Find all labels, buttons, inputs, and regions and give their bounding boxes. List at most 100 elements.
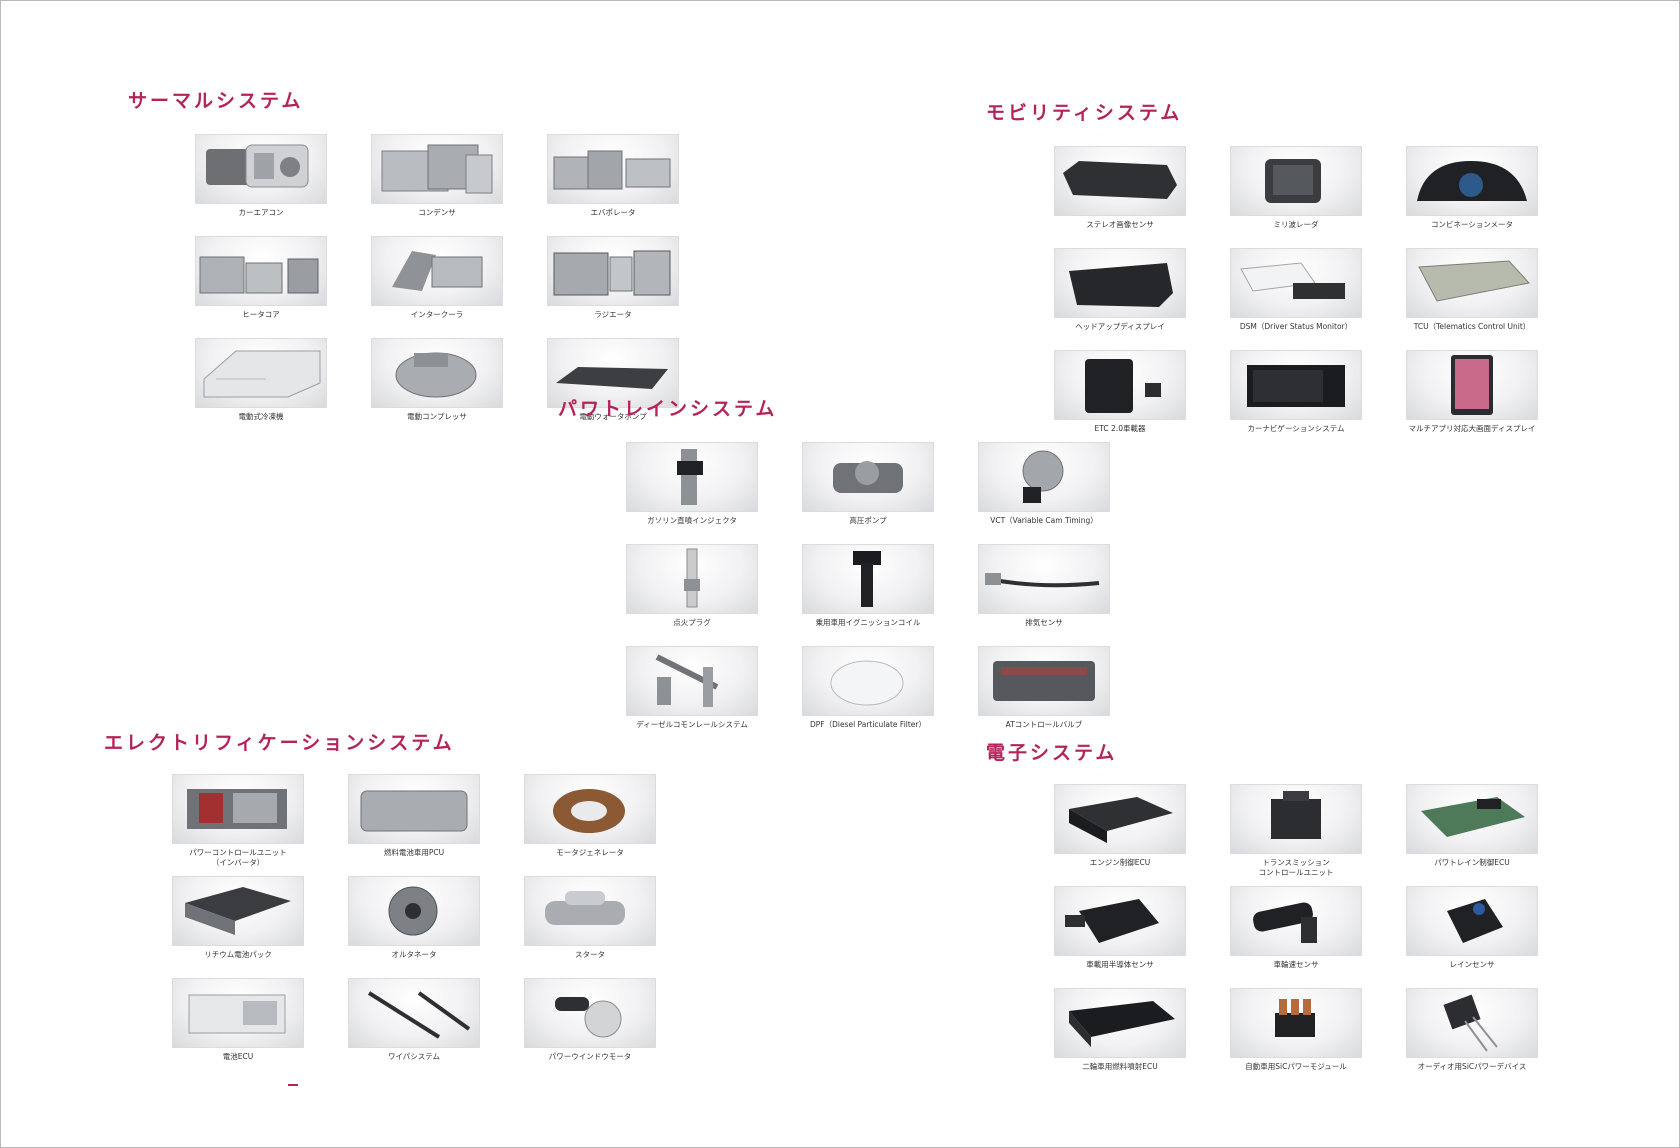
product-image-battery-ecu	[172, 978, 304, 1048]
product-label: パワトレイン制御ECU	[1434, 858, 1510, 867]
product-item[interactable]: オーディオ用SiCパワーデバイス	[1406, 988, 1538, 1084]
product-item[interactable]: トランスミッション コントロールユニット	[1230, 784, 1362, 880]
product-image-exhaust-sensor	[978, 544, 1110, 614]
product-item[interactable]: エバポレータ	[547, 134, 679, 230]
product-label: 電動コンプレッサ	[407, 412, 467, 421]
product-item[interactable]: 高圧ポンプ	[802, 442, 934, 538]
product-item[interactable]: VCT（Variable Cam Timing）	[978, 442, 1110, 538]
product-image-car-navigation	[1230, 350, 1362, 420]
product-image-millimeter-radar	[1230, 146, 1362, 216]
product-item[interactable]: エンジン制御ECU	[1054, 784, 1186, 880]
decorative-dash	[288, 1084, 298, 1086]
product-image-etc-unit	[1054, 350, 1186, 420]
product-item[interactable]: 電動ウォータポンプ	[547, 338, 679, 434]
product-label: ディーゼルコモンレールシステム	[636, 720, 748, 729]
product-item[interactable]: 車輪速センサ	[1230, 886, 1362, 982]
product-item[interactable]: マルチアプリ対応大画面ディスプレイ	[1406, 350, 1538, 446]
product-label: モータジェネレータ	[556, 848, 624, 857]
product-label: 車載用半導体センサ	[1086, 960, 1154, 969]
product-image-sic-power-device	[1406, 988, 1538, 1058]
product-item[interactable]: 点火プラグ	[626, 544, 758, 640]
product-label: オルタネータ	[391, 950, 437, 959]
section-title-thermal: サーマルシステム	[128, 90, 304, 112]
product-label: DPF（Diesel Particulate Filter）	[809, 720, 927, 729]
product-item[interactable]: ミリ波レーダ	[1230, 146, 1362, 242]
product-item[interactable]: ATコントロールバルブ	[978, 646, 1110, 742]
product-label: エンジン制御ECU	[1089, 858, 1151, 867]
product-item[interactable]: ガソリン直噴インジェクタ	[626, 442, 758, 538]
product-image-motor-generator	[524, 774, 656, 844]
product-item[interactable]: 電動コンプレッサ	[371, 338, 503, 434]
product-item[interactable]: オルタネータ	[348, 876, 480, 972]
product-item[interactable]: ステレオ画像センサ	[1054, 146, 1186, 242]
product-image-electric-compressor	[371, 338, 503, 408]
product-item[interactable]: レインセンサ	[1406, 886, 1538, 982]
product-item[interactable]: DSM（Driver Status Monitor）	[1230, 248, 1362, 344]
product-label: パワーウインドウモータ	[548, 1052, 632, 1061]
product-item[interactable]: DPF（Diesel Particulate Filter）	[802, 646, 934, 742]
product-label: 自動車用SiCパワーモジュール	[1245, 1062, 1347, 1071]
product-label: カーナビゲーションシステム	[1247, 424, 1345, 433]
product-image-lithium-battery-pack	[172, 876, 304, 946]
product-image-electric-water-pump	[547, 338, 679, 408]
product-item[interactable]: コンデンサ	[371, 134, 503, 230]
product-label: オーディオ用SiCパワーデバイス	[1417, 1062, 1527, 1071]
section-title-mobility: モビリティシステム	[986, 102, 1183, 124]
product-label: コンデンサ	[418, 208, 456, 217]
product-item[interactable]: パワーウインドウモータ	[524, 978, 656, 1074]
product-item[interactable]: リチウム電池パック	[172, 876, 304, 972]
product-item[interactable]: カーエアコン	[195, 134, 327, 230]
product-image-power-control-unit	[172, 774, 304, 844]
product-image-wheel-speed-sensor	[1230, 886, 1362, 956]
product-label: 電動式冷凍機	[238, 412, 284, 421]
product-label: DSM（Driver Status Monitor）	[1239, 322, 1353, 331]
product-item[interactable]: 車載用半導体センサ	[1054, 886, 1186, 982]
product-item[interactable]: 自動車用SiCパワーモジュール	[1230, 988, 1362, 1084]
product-image-condenser	[371, 134, 503, 204]
product-label: VCT（Variable Cam Timing）	[990, 516, 1098, 525]
product-image-common-rail	[626, 646, 758, 716]
product-label: レインセンサ	[1449, 960, 1495, 969]
product-item[interactable]: 乗用車用イグニッションコイル	[802, 544, 934, 640]
product-label: ヘッドアップディスプレイ	[1075, 322, 1165, 331]
product-image-engine-ecu	[1054, 784, 1186, 854]
product-image-powertrain-ecu	[1406, 784, 1538, 854]
product-image-electric-refrigerator	[195, 338, 327, 408]
product-item[interactable]: パワーコントロールユニット （インバータ）	[172, 774, 304, 870]
product-label: TCU（Telematics Control Unit）	[1413, 322, 1531, 331]
product-item[interactable]: スタータ	[524, 876, 656, 972]
product-item[interactable]: ラジエータ	[547, 236, 679, 332]
product-item[interactable]: ヘッドアップディスプレイ	[1054, 248, 1186, 344]
product-image-sic-power-module	[1230, 988, 1362, 1058]
product-image-high-pressure-pump	[802, 442, 934, 512]
product-label: ガソリン直噴インジェクタ	[647, 516, 737, 525]
product-item[interactable]: 電動式冷凍機	[195, 338, 327, 434]
product-item[interactable]: TCU（Telematics Control Unit）	[1406, 248, 1538, 344]
product-item[interactable]: カーナビゲーションシステム	[1230, 350, 1362, 446]
product-item[interactable]: ヒータコア	[195, 236, 327, 332]
product-item[interactable]: ETC 2.0車載器	[1054, 350, 1186, 446]
product-image-intercooler	[371, 236, 503, 306]
product-image-head-up-display	[1054, 248, 1186, 318]
product-image-combination-meter	[1406, 146, 1538, 216]
product-item[interactable]: インタークーラ	[371, 236, 503, 332]
product-label: 車輪速センサ	[1273, 960, 1319, 969]
product-item[interactable]: コンビネーションメータ	[1406, 146, 1538, 242]
product-label: カーエアコン	[238, 208, 284, 217]
product-item[interactable]: ディーゼルコモンレールシステム	[626, 646, 758, 742]
product-item[interactable]: 電池ECU	[172, 978, 304, 1074]
product-item[interactable]: モータジェネレータ	[524, 774, 656, 870]
product-item[interactable]: 排気センサ	[978, 544, 1110, 640]
product-image-fuel-cell-pcu	[348, 774, 480, 844]
product-label: ミリ波レーダ	[1273, 220, 1319, 229]
product-label: 電動ウォータポンプ	[579, 412, 647, 421]
product-label: リチウム電池パック	[204, 950, 272, 959]
product-label: 二輪車用燃料噴射ECU	[1082, 1062, 1158, 1071]
product-item[interactable]: ワイパシステム	[348, 978, 480, 1074]
product-item[interactable]: 二輪車用燃料噴射ECU	[1054, 988, 1186, 1084]
product-image-wiper-system	[348, 978, 480, 1048]
product-item[interactable]: 燃料電池車用PCU	[348, 774, 480, 870]
product-image-motorcycle-ecu	[1054, 988, 1186, 1058]
product-label: スタータ	[575, 950, 605, 959]
product-item[interactable]: パワトレイン制御ECU	[1406, 784, 1538, 880]
